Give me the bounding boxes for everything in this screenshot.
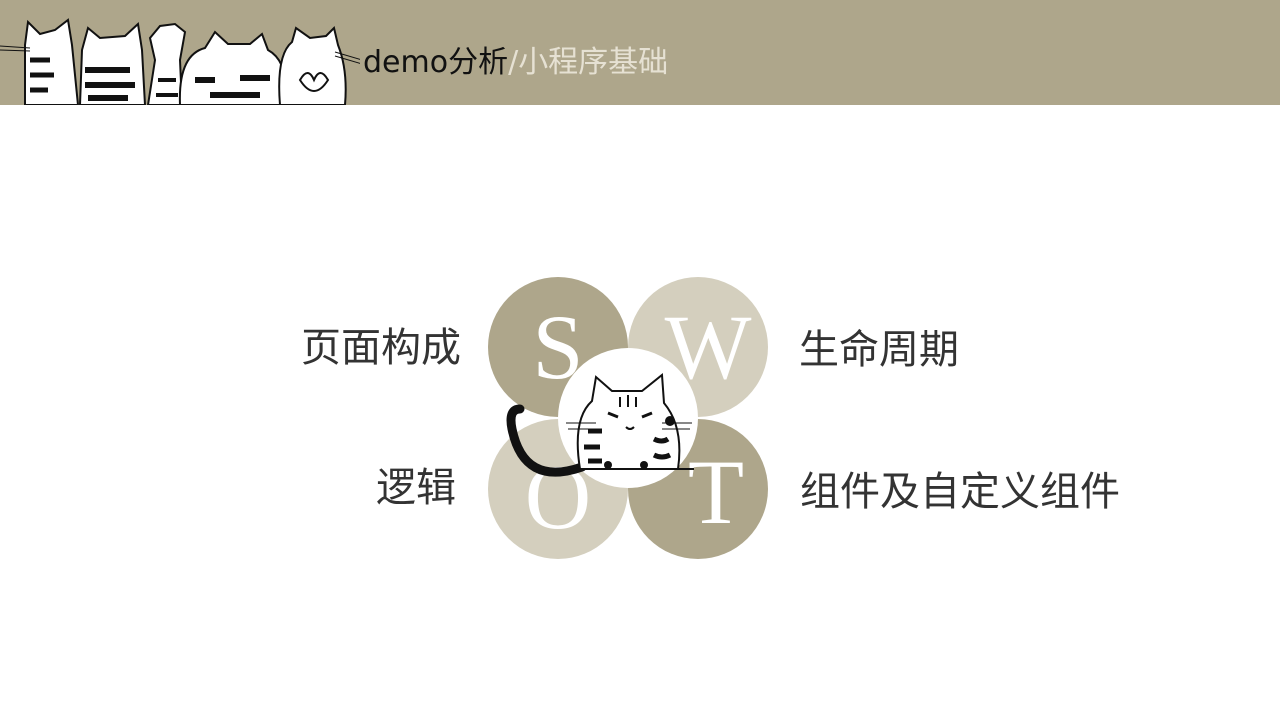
page-title: demo分析/小程序基础 xyxy=(363,44,668,82)
letter-t: T xyxy=(687,441,745,543)
letter-w: W xyxy=(664,296,752,398)
label-t: 组件及自定义组件 xyxy=(800,469,1120,515)
label-w: 生命周期 xyxy=(799,327,959,373)
title-separator: / xyxy=(508,45,519,80)
label-s: 页面构成 xyxy=(301,325,461,371)
title-main: demo分析 xyxy=(363,45,509,80)
cat-family-icon xyxy=(0,18,360,105)
letter-s: S xyxy=(532,296,584,398)
swot-diagram: S W O T xyxy=(486,277,770,561)
title-subtitle: 小程序基础 xyxy=(518,45,669,80)
label-o: 逻辑 xyxy=(376,465,456,511)
header-bar: demo分析/小程序基础 xyxy=(0,0,1280,105)
cat-icon xyxy=(506,373,694,477)
